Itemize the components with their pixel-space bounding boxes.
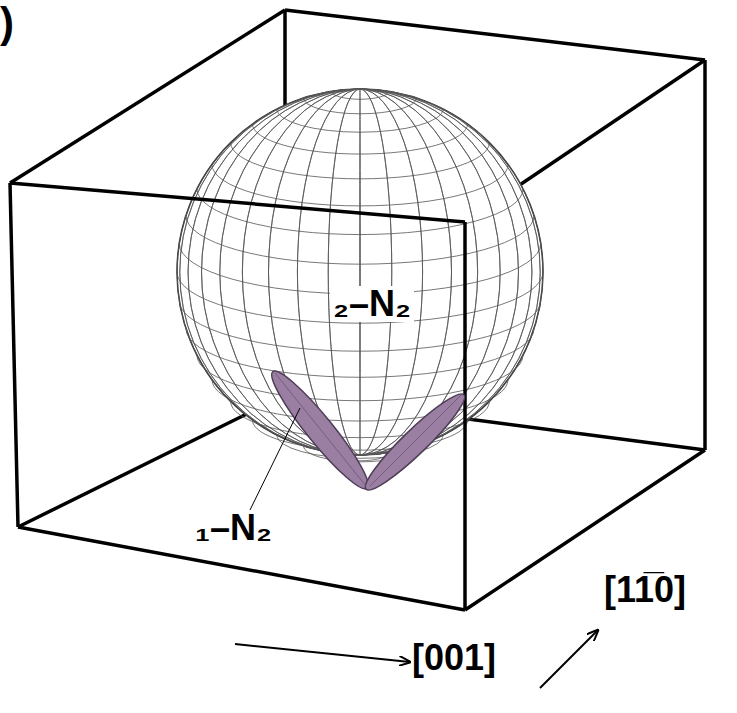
box-front-edges — [10, 183, 465, 610]
n2-molecules — [263, 364, 473, 498]
molecule-label: ₁–N₂ — [192, 510, 275, 546]
axis-label: [11̅0] — [604, 572, 686, 608]
box-back-edges — [10, 10, 705, 610]
molecule-label: ₂–N₂ — [330, 286, 414, 322]
panel-letter: ) — [0, 2, 14, 44]
sphere — [177, 89, 543, 462]
axis-label: [001] — [412, 640, 496, 676]
leaders-and-axes — [235, 408, 598, 688]
